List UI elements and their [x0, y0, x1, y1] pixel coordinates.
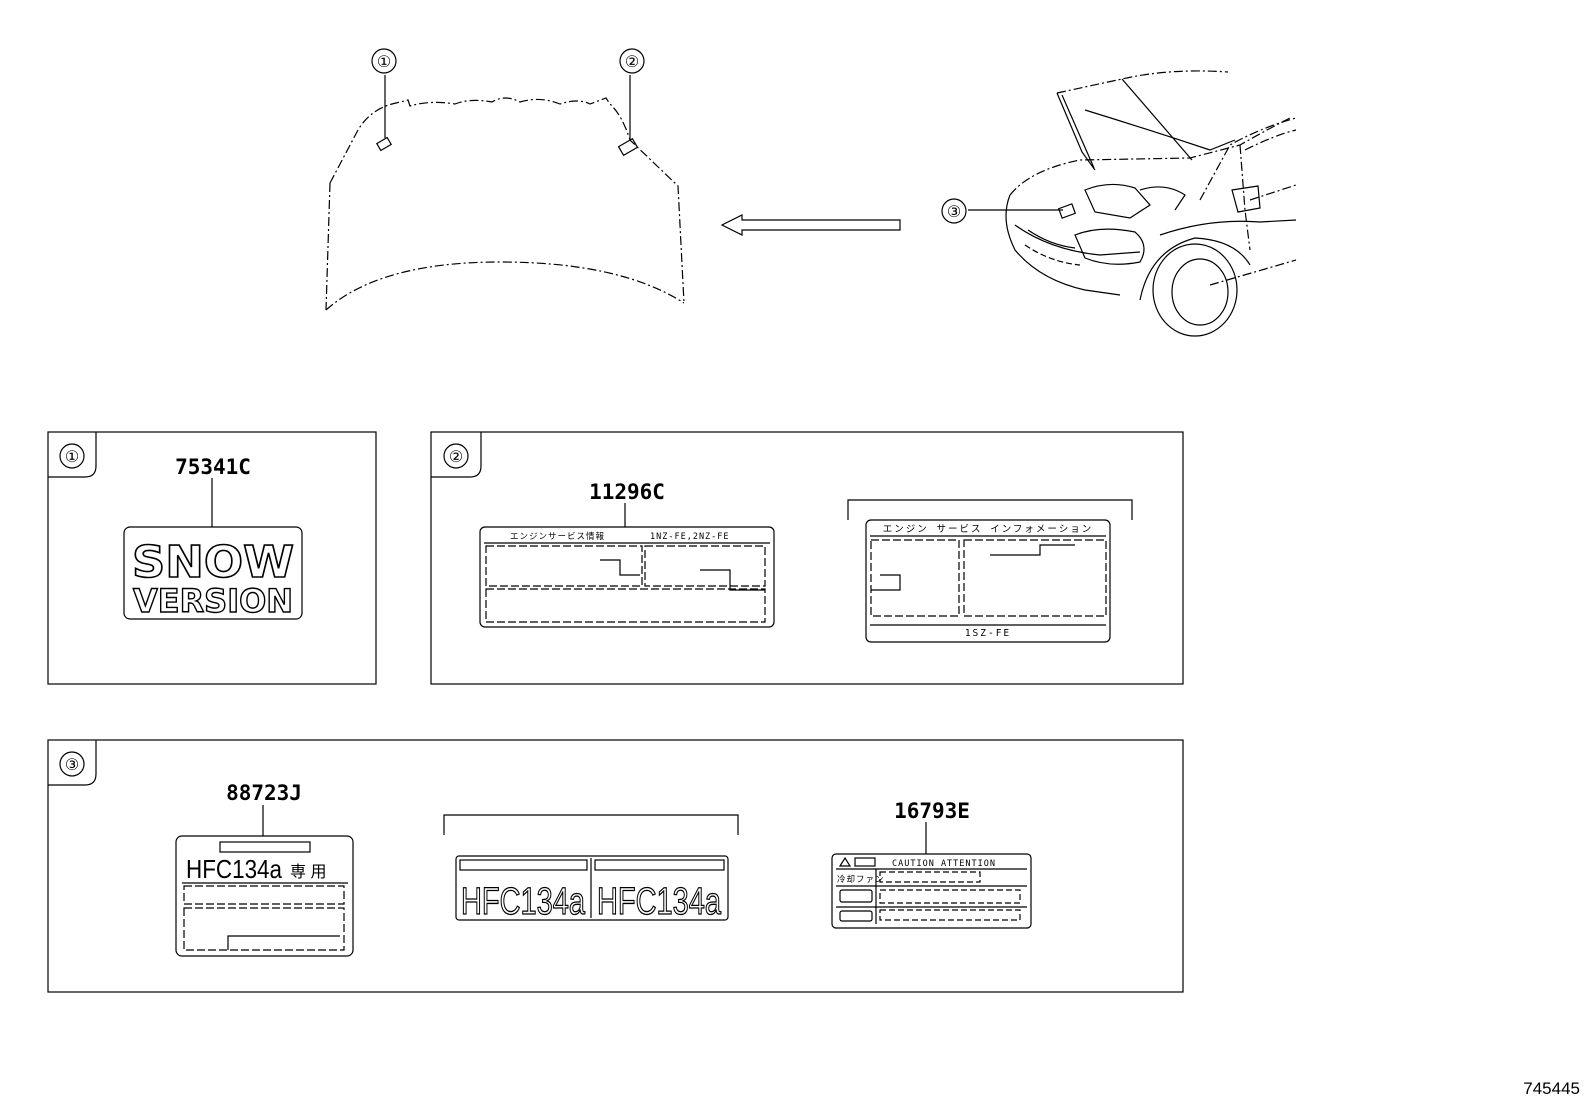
- caution-text: CAUTION ATTENTION: [892, 859, 996, 869]
- panel-2: [430, 431, 1184, 685]
- label-b-title: エンジン サービス インフォメーション: [883, 524, 1093, 535]
- label-b-engine: 1SZ-FE: [965, 628, 1011, 639]
- hfc-text-b1: HFC134a: [461, 881, 586, 923]
- car-sticker-3: [1057, 203, 1077, 219]
- part-number-11296C: 11296C: [589, 480, 665, 504]
- hfc-label-double: [455, 855, 729, 921]
- callout-2-text: ②: [625, 54, 639, 71]
- engine-service-label-a: [479, 526, 775, 628]
- direction-arrow: [720, 214, 901, 236]
- version-text: VERSION: [133, 582, 293, 620]
- hfc-label-88723J: [175, 835, 354, 957]
- caution-label-16793E: [831, 853, 1032, 929]
- car-illustration: [1005, 70, 1297, 337]
- hood-illustration: [325, 97, 685, 311]
- hood-sticker-1: [375, 136, 393, 152]
- diagram-id: 745445: [1523, 1079, 1580, 1098]
- part-number-16793E: 16793E: [894, 799, 970, 823]
- hfc-suffix: 専 用: [290, 863, 326, 881]
- panel-3-marker: ③: [65, 757, 79, 774]
- callout-3-circle: [941, 198, 967, 224]
- front-wheel: [1152, 243, 1238, 337]
- panel-1-marker: ①: [65, 449, 79, 466]
- hood-sticker-2: [617, 137, 639, 157]
- panel-3: [47, 739, 1184, 993]
- part-number-75341C: 75341C: [175, 455, 251, 479]
- engine-service-label-b: [865, 519, 1111, 643]
- label-a-title: エンジンサービス情報: [510, 531, 605, 542]
- snow-text: SNOW: [132, 537, 294, 588]
- panel-2-marker: ②: [449, 449, 463, 466]
- panel-1: [47, 431, 377, 685]
- callout-1-circle: [371, 48, 397, 74]
- caution-fan-text: 冷却ファン: [837, 874, 885, 885]
- label-a-engines: 1NZ-FE,2NZ-FE: [650, 532, 730, 542]
- hfc-text-b2: HFC134a: [597, 881, 722, 923]
- callout-1-text: ①: [377, 54, 391, 71]
- snow-version-label: [123, 526, 303, 620]
- hfc-text-a: HFC134a: [186, 854, 282, 884]
- callout-3-text: ③: [947, 204, 961, 221]
- callout-2-circle: [619, 48, 645, 74]
- part-number-88723J: 88723J: [226, 781, 302, 805]
